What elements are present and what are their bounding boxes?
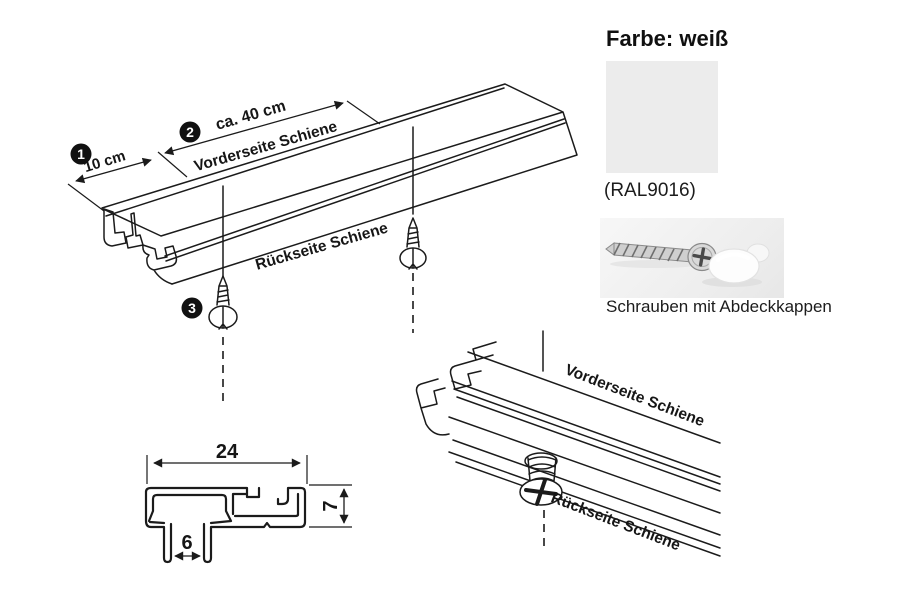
profile-outline xyxy=(144,486,307,564)
extension-lines-7 xyxy=(309,484,352,528)
screw-right-body xyxy=(406,217,420,248)
dim-line-10cm xyxy=(75,157,152,184)
detail-rail-edge-lines xyxy=(448,351,721,557)
extension-lines-24 xyxy=(146,455,308,484)
detail-screw-phillips-cross xyxy=(524,478,558,506)
detail-diagram: Vorderseite Schiene Rückseite Schiene xyxy=(415,330,721,557)
screw-shadow xyxy=(610,260,700,268)
dim-text-7: 7 xyxy=(320,500,342,511)
color-heading: Farbe: weiß xyxy=(606,26,729,51)
badge-1: 1 xyxy=(70,143,92,165)
badge-3-number: 3 xyxy=(188,300,196,316)
ral-code: (RAL9016) xyxy=(604,180,696,201)
rail-edge-lines xyxy=(101,83,578,285)
badge-2: 2 xyxy=(179,121,201,143)
screw-thread-lines xyxy=(613,242,684,262)
screw-left-slot xyxy=(218,306,228,330)
dimension-24: 24 xyxy=(146,441,308,484)
screw-photo xyxy=(600,218,784,298)
detail-label-front-side: Vorderseite Schiene xyxy=(563,361,708,430)
badge-3: 3 xyxy=(181,297,203,319)
cover-cap-highlight xyxy=(716,252,750,262)
badge-2-number: 2 xyxy=(186,124,194,140)
dimension-6: 6 xyxy=(174,532,201,561)
detail-rail-drawing xyxy=(415,341,721,557)
dim-text-6: 6 xyxy=(181,532,192,554)
dimension-7: 7 xyxy=(309,484,352,528)
label-back-side: Rückseite Schiene xyxy=(254,220,391,274)
badge-2-circle xyxy=(179,121,201,143)
dim-line-40cm xyxy=(164,100,344,156)
screw-left-body xyxy=(216,275,230,306)
screw-photo-image xyxy=(605,242,770,287)
rail-end-profile xyxy=(103,208,178,285)
dim-text-24: 24 xyxy=(216,441,239,463)
rail-isometric-drawing xyxy=(101,83,578,285)
badge-1-circle xyxy=(70,143,92,165)
extension-lines-10cm xyxy=(67,151,188,212)
main-diagram: 10 cm ca. 40 cm Vorderseite Schiene Rück… xyxy=(67,83,578,407)
color-swatch xyxy=(606,61,718,173)
extension-line-40cm xyxy=(346,100,381,125)
cross-section-diagram: 24 7 6 xyxy=(144,441,352,564)
screw-right xyxy=(399,126,427,333)
badge-3-circle xyxy=(181,297,203,319)
detail-label-back-side: Rückseite Schiene xyxy=(549,489,683,554)
detail-screw xyxy=(519,452,563,546)
badge-1-number: 1 xyxy=(77,146,85,162)
profile-cavities xyxy=(147,492,300,525)
screw-right-slot xyxy=(408,248,418,270)
detail-rail-end-profile xyxy=(415,341,497,436)
label-front-side: Vorderseite Schiene xyxy=(192,118,339,175)
phillips-cross-icon xyxy=(692,247,712,267)
screw-left xyxy=(208,185,238,407)
screw-caption: Schrauben mit Abdeckkappen xyxy=(606,297,832,316)
detail-screw-threads xyxy=(527,456,557,482)
